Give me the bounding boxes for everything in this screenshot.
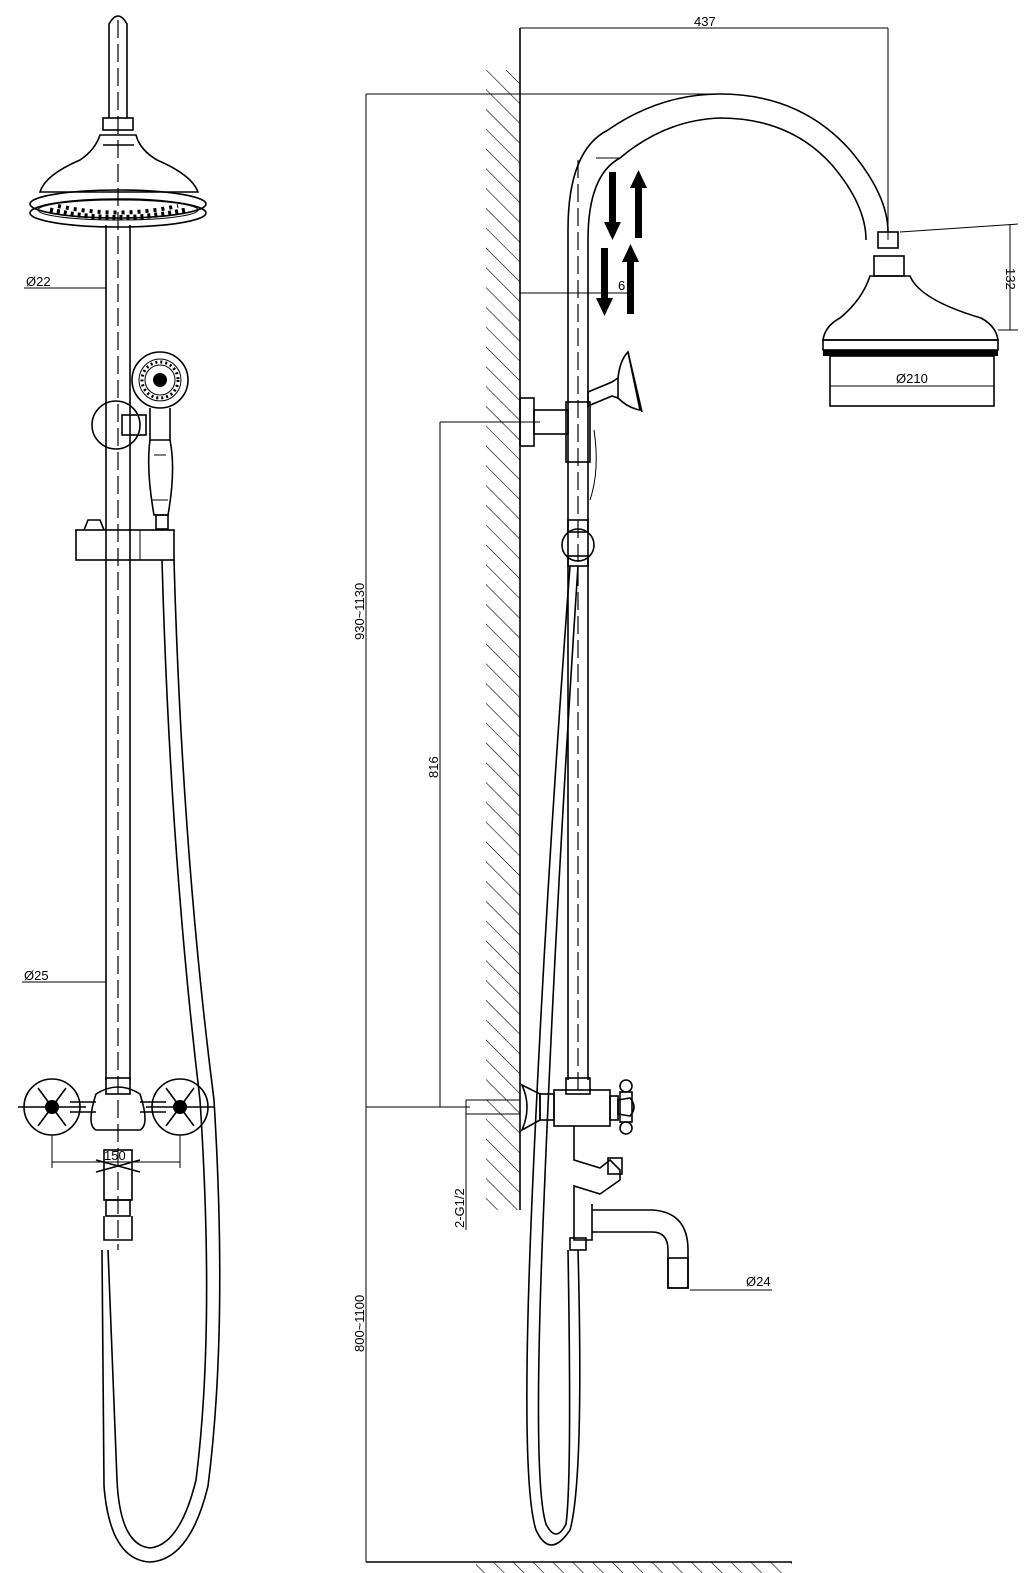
side-mixer xyxy=(520,1077,689,1289)
side-hose-inner xyxy=(537,565,579,1535)
pipe-diameter-upper-label: Ø22 xyxy=(26,274,51,289)
side-riser-outer xyxy=(567,93,889,1080)
side-riser-inner xyxy=(587,117,867,1080)
inlet-to-slider-dimension: 816 xyxy=(426,421,540,1107)
inlet-to-slider-label: 816 xyxy=(426,756,441,778)
total-height-label: 930~1130 xyxy=(352,583,367,640)
front-hand-shower xyxy=(91,351,189,530)
valve-spacing-dimension: 150 xyxy=(51,1135,181,1168)
side-wall-bracket xyxy=(519,397,591,463)
total-height-dimension: 930~1130 800~1100 xyxy=(352,93,720,1562)
front-view: Ø22 Ø25 xyxy=(18,15,221,1563)
side-hand-shower xyxy=(587,350,643,501)
head-height-label: 132 xyxy=(1003,268,1018,290)
side-hose-outer xyxy=(526,565,581,1546)
front-riser-top xyxy=(108,15,128,118)
pipe-diameter-lower-label: Ø25 xyxy=(24,968,49,983)
front-hose-inner xyxy=(101,559,221,1563)
valve-spacing-label: 150 xyxy=(104,1148,126,1163)
side-rain-shower-head: 132 Ø210 xyxy=(822,223,1019,407)
head-diameter-label: Ø210 xyxy=(896,371,928,386)
front-slider xyxy=(75,519,175,561)
wall-section xyxy=(486,70,520,1210)
inlet-thread-dimension: 2-G1/2 xyxy=(452,1099,520,1230)
inlet-height-label: 800~1100 xyxy=(352,1295,367,1352)
side-view: 437 930~1130 800~1100 816 xyxy=(352,14,1019,1573)
flow-direction-arrows xyxy=(596,170,647,316)
arm-projection-label: 437 xyxy=(694,14,716,29)
floor-section xyxy=(476,1562,792,1573)
arm-projection-dimension: 437 xyxy=(520,14,889,240)
front-hose-outer xyxy=(107,559,208,1549)
inlet-thread-label: 2-G1/2 xyxy=(452,1188,467,1228)
spout-diameter-label: Ø24 xyxy=(746,1274,771,1289)
wall-offset-label: 6 xyxy=(618,278,625,293)
side-slider xyxy=(561,519,595,567)
